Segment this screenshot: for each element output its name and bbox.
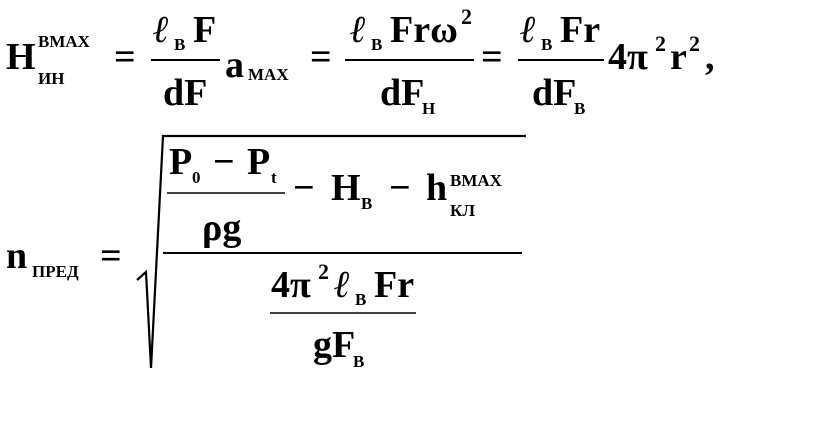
frac2-den: dF [380,72,424,114]
square-root-radical [136,134,526,369]
inner-num-minus: − [213,141,235,183]
minus-sign-2: − [389,167,411,209]
denom-num-coefficient: 4π [271,264,311,306]
inner-num-p0: P [169,141,192,183]
equals-sign-4: = [100,235,122,277]
frac1-den: dF [163,72,207,114]
frac1-num-ell-sub: В [174,35,185,54]
h-kl-superscript: ВМАХ [450,171,503,190]
h-b-subscript: В [361,194,372,213]
a-max-symbol: a [225,44,244,86]
tail-variable-sup: 2 [689,31,700,56]
frac1-num-ell: ℓ [153,9,169,51]
frac2-den-sub: Н [422,99,435,118]
frac2-num-sup: 2 [461,4,472,29]
frac2-num-ell-sub: В [371,35,382,54]
equals-sign-1: = [114,36,136,78]
frac3-num-ell: ℓ [520,9,536,51]
minus-sign-1: − [293,167,315,209]
denom-num-ell-sub: В [355,290,366,309]
frac3-den-sub: В [574,99,585,118]
h-kl-subscript: КЛ [450,201,475,220]
formula-1: H ВМАХ ИН = ℓ В F dF a МАХ = ℓ В Frω 2 d… [6,4,715,118]
denom-den: gF [313,324,355,366]
lhs-n-symbol: n [6,235,27,277]
lhs-h-symbol: H [6,36,36,78]
frac2-num-rest: Frω [390,9,458,51]
h-kl-symbol: h [426,167,447,209]
lhs-n-subscript: ПРЕД [32,262,79,281]
tail-comma: , [705,36,715,78]
frac1-num-rest: F [193,9,216,51]
equals-sign-2: = [310,36,332,78]
inner-num-pt-sub: t [271,168,277,187]
tail-coefficient-sup: 2 [655,31,666,56]
h-b-symbol: H [331,167,361,209]
frac3-den: dF [532,72,576,114]
tail-variable: r [670,36,687,78]
denom-num-rest: Fr [374,264,414,306]
denom-den-sub: В [353,352,364,371]
inner-den-rho-g: ρg [202,207,241,249]
denom-num-ell: ℓ [334,264,350,306]
frac2-num-ell: ℓ [350,9,366,51]
inner-num-pt: P [247,141,270,183]
denom-num-coefficient-sup: 2 [318,259,329,284]
equals-sign-3: = [481,36,503,78]
formula-2: n ПРЕД = P 0 − P t ρg − H В − h ВМАХ КЛ … [6,134,526,371]
lhs-h-subscript: ИН [38,69,64,88]
inner-num-p0-sub: 0 [192,168,201,187]
frac3-num-rest: Fr [560,9,600,51]
lhs-h-superscript: ВМАХ [38,32,91,51]
frac3-num-ell-sub: В [541,35,552,54]
tail-coefficient: 4π [608,36,648,78]
a-max-subscript: МАХ [248,65,289,84]
